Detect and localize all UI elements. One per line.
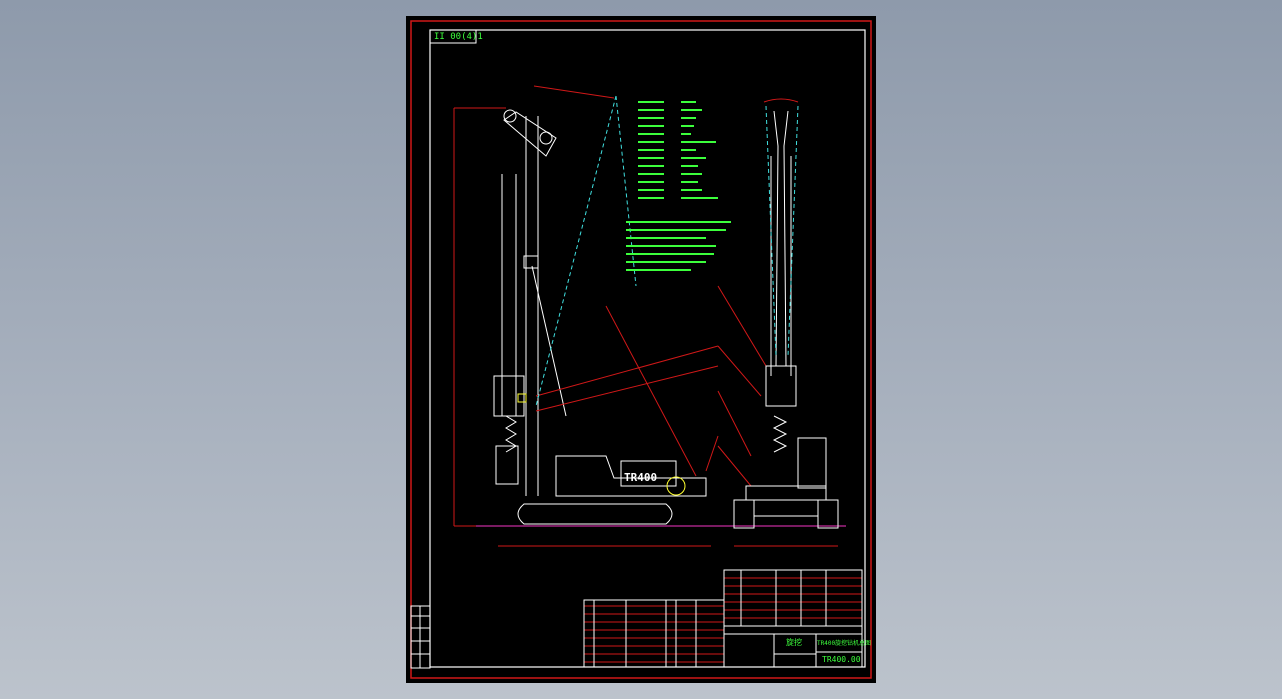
hatch-marks <box>517 393 686 496</box>
cad-drawing <box>410 20 872 679</box>
swing-centerline <box>535 95 617 407</box>
title-block <box>723 569 863 668</box>
spec-table-text <box>626 101 731 271</box>
machine-label: TR400 <box>624 471 658 484</box>
sheet-code: II 00(4)1 <box>434 32 483 42</box>
drawing-title: TR400旋挖钻机总图 <box>817 640 872 647</box>
parts-list-right-rows <box>724 577 862 619</box>
parts-list-left <box>583 599 725 668</box>
left-margin-strip <box>410 605 431 669</box>
rig-front-view <box>733 110 839 529</box>
drawing-sheet[interactable]: II 00(4)1 TR400 旋挖 TR400旋挖钻机总图 TR400.00 <box>406 16 876 683</box>
outer-frame <box>410 20 872 679</box>
drawing-number: TR400.00 <box>822 655 861 664</box>
title-header: 旋挖 <box>786 638 802 647</box>
sheet-code-box <box>429 29 477 44</box>
rig-side-view <box>493 109 707 525</box>
parts-list-left-rows <box>584 605 724 663</box>
